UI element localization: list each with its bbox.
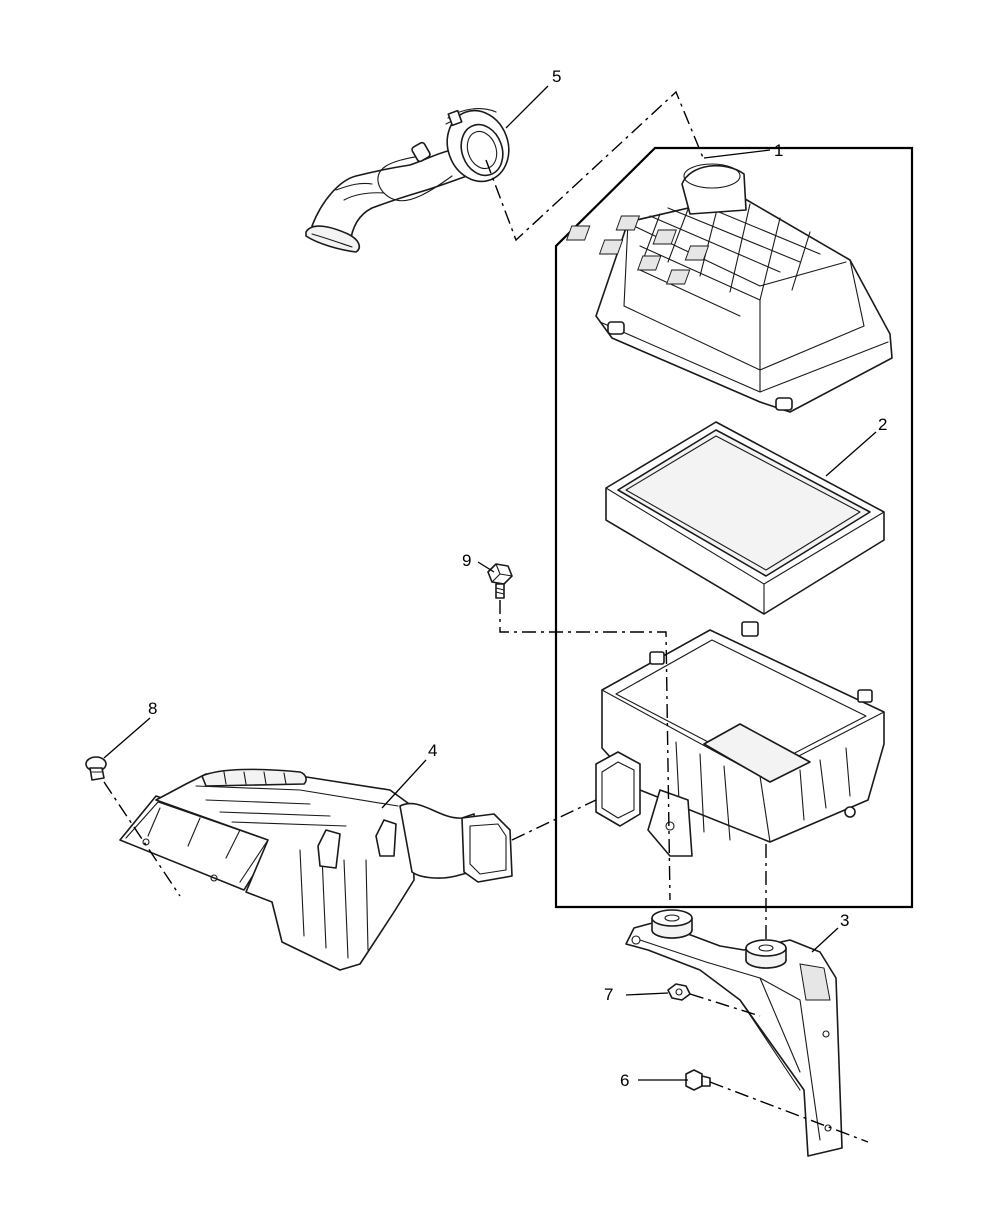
callout-2: 2 — [878, 415, 887, 434]
part-5-intake-tube[interactable] — [305, 102, 519, 253]
part-1-air-cleaner-cover[interactable] — [565, 163, 893, 413]
callout-3: 3 — [840, 911, 849, 930]
callout-9: 9 — [462, 551, 471, 570]
part-7-nut[interactable] — [667, 983, 691, 1001]
leader-lines — [103, 85, 877, 1081]
part-4-air-inlet-duct[interactable] — [119, 768, 513, 971]
part-9-bolt[interactable] — [487, 563, 513, 599]
callout-6: 6 — [620, 1071, 629, 1090]
part-1-air-cleaner-housing[interactable] — [595, 621, 885, 857]
cover-rib-grid — [565, 197, 847, 317]
assembly-lines — [103, 90, 869, 1143]
part-3-mounting-bracket[interactable] — [625, 909, 843, 1157]
callout-5: 5 — [552, 67, 561, 86]
part-8-push-pin[interactable] — [85, 756, 107, 781]
callout-4: 4 — [428, 741, 437, 760]
callout-8: 8 — [148, 699, 157, 718]
callout-7: 7 — [604, 985, 613, 1004]
part-6-bolt[interactable] — [685, 1069, 711, 1091]
part-2-filter-element[interactable] — [605, 421, 885, 615]
callout-1: 1 — [774, 141, 783, 160]
